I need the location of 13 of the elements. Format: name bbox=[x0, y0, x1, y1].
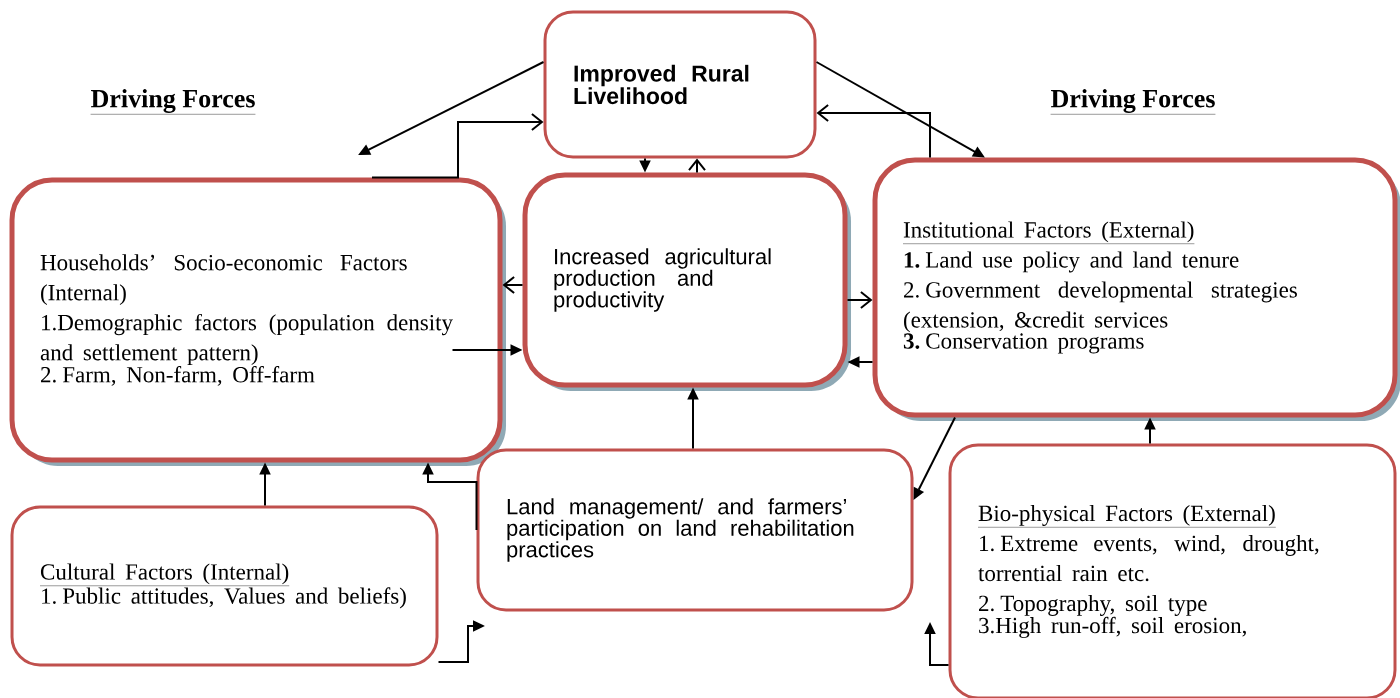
factor-box: Bio-physical Factors (External) 1. Extreme events, wind, drought, torrential rain etc. 2. Topography, soil type 3.High run-off, soil erosion, bbox=[948, 443, 1397, 698]
arrow bbox=[846, 291, 873, 309]
outcome-box: Improved Rural Livelihood bbox=[543, 10, 817, 159]
arrow bbox=[502, 276, 524, 294]
arrow bbox=[816, 104, 931, 159]
practice-box: Land management/ and farmers’ participation on land rehabilitation practices bbox=[476, 448, 914, 612]
factor-box: Households’ Socio-economic Factors (Internal) 1.Demographic factors (population density and settlement pattern) 2. Farm, Non-farm, Off-farm bbox=[9, 177, 506, 466]
outcome-box: Increased agricultural production and productivity bbox=[522, 172, 851, 391]
heading: Driving Forces bbox=[90, 89, 256, 115]
factor-box: Cultural Factors (Internal) 1. Public attitudes, Values and beliefs) bbox=[10, 505, 439, 667]
factor-box: Institutional Factors (External) 1. Land use policy and land tenure 2. Government developmental strategies (extension, &credit services 3. Conservation programs bbox=[872, 157, 1400, 421]
heading: Driving Forces bbox=[1050, 89, 1216, 115]
arrow bbox=[371, 113, 544, 179]
